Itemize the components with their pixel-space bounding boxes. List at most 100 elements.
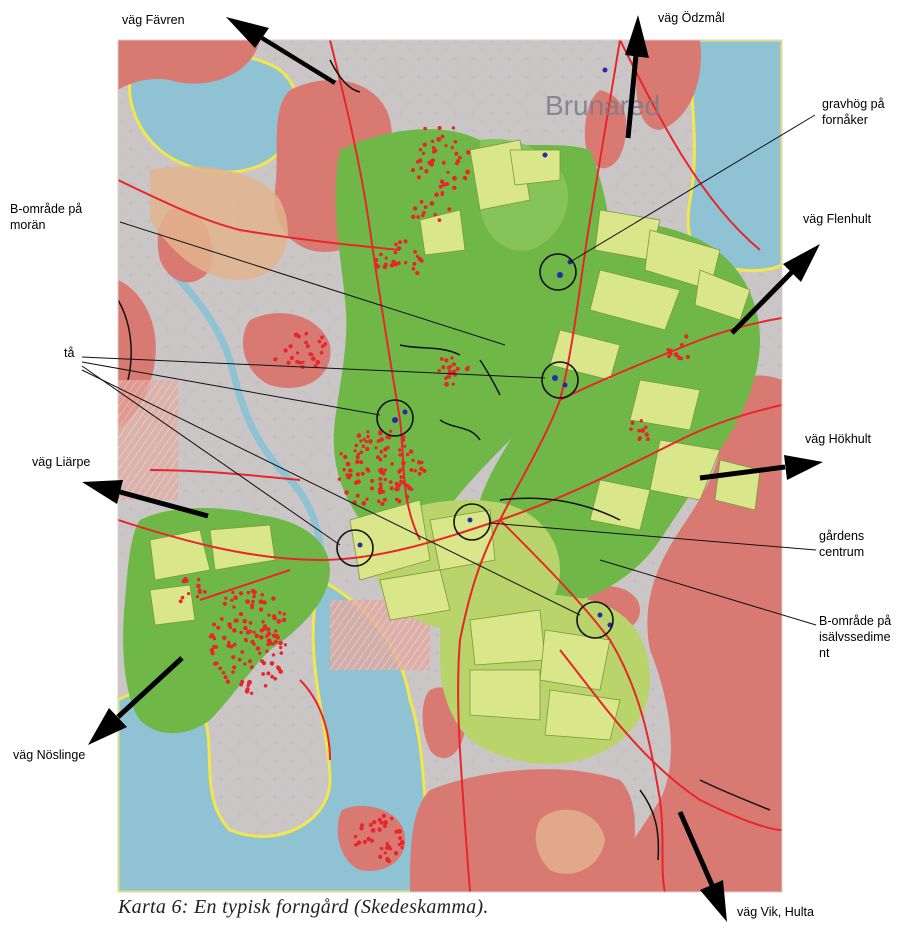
field-dot bbox=[394, 497, 399, 502]
label-vag-liarpe: väg Liärpe bbox=[32, 455, 91, 469]
field-dot bbox=[397, 842, 402, 847]
field-dot bbox=[408, 449, 414, 454]
field-dot bbox=[216, 625, 221, 630]
map-area: Brunared bbox=[118, 40, 782, 892]
field-dot bbox=[379, 484, 383, 488]
field-dot bbox=[252, 630, 256, 634]
circle-gardens bbox=[453, 503, 491, 541]
field-dot bbox=[431, 149, 436, 154]
field-dot bbox=[441, 365, 446, 370]
field-dot bbox=[368, 439, 373, 444]
field-dot bbox=[394, 242, 398, 247]
circle-ta-3 bbox=[336, 529, 374, 567]
field-dot bbox=[323, 342, 328, 346]
field-dot bbox=[379, 846, 384, 851]
field-dot bbox=[212, 644, 217, 650]
field-dot bbox=[364, 440, 369, 444]
field-dot bbox=[420, 213, 425, 218]
field-dot bbox=[383, 447, 388, 452]
field-dot bbox=[398, 240, 403, 245]
field-dot bbox=[342, 468, 346, 472]
field-dot bbox=[466, 365, 470, 369]
field-dot bbox=[249, 691, 254, 695]
field-dot bbox=[389, 816, 394, 821]
field-dot bbox=[444, 144, 448, 148]
field-dot bbox=[366, 469, 371, 473]
field-dot bbox=[413, 250, 417, 254]
field-dot bbox=[253, 590, 257, 594]
field-dot bbox=[376, 455, 380, 460]
field-dot bbox=[231, 670, 235, 674]
field-dot bbox=[370, 486, 374, 491]
field-dot bbox=[438, 184, 443, 189]
field-dot bbox=[445, 182, 450, 186]
field-dot bbox=[261, 672, 265, 676]
arrow-hokhult bbox=[699, 455, 823, 481]
field-dot bbox=[252, 642, 256, 646]
field-dot bbox=[295, 359, 299, 364]
label-gardens-line2: centrum bbox=[819, 545, 865, 559]
field-dot bbox=[245, 599, 251, 604]
field-dot bbox=[356, 452, 361, 456]
label-vag-noslinge: väg Nöslinge bbox=[13, 748, 86, 762]
field-dot bbox=[248, 621, 253, 625]
field-dot bbox=[208, 635, 212, 639]
field-dot bbox=[296, 351, 300, 355]
arrow-vik-hulta bbox=[677, 810, 727, 922]
field-dot bbox=[643, 425, 648, 430]
field-dot bbox=[388, 429, 393, 433]
field-dot bbox=[433, 213, 437, 217]
field-dot bbox=[398, 468, 403, 473]
field-dot bbox=[411, 214, 416, 219]
field-dot bbox=[398, 453, 403, 457]
field-dot bbox=[278, 611, 282, 615]
field-dot bbox=[417, 471, 422, 476]
field-dot bbox=[258, 607, 264, 612]
field-dot bbox=[638, 436, 642, 440]
field-dot bbox=[223, 675, 228, 680]
field-dot bbox=[229, 644, 234, 649]
label-b-moran-line2: morän bbox=[10, 218, 46, 232]
field-dot bbox=[454, 151, 459, 156]
field-dot bbox=[366, 836, 372, 842]
field-dot bbox=[403, 444, 407, 448]
label-b-moran-line1: B-område på bbox=[10, 202, 83, 216]
field-dot bbox=[396, 483, 401, 488]
field-dot bbox=[354, 842, 358, 847]
field-dot bbox=[423, 205, 428, 210]
field-dot bbox=[639, 419, 643, 423]
field-dot bbox=[222, 601, 227, 606]
field-dot bbox=[370, 478, 375, 483]
field-dot bbox=[431, 146, 436, 150]
field-dot bbox=[180, 595, 185, 600]
field-dot bbox=[360, 823, 364, 827]
field-dot bbox=[243, 625, 248, 631]
field-dot bbox=[434, 192, 439, 197]
field-dot bbox=[181, 578, 187, 584]
yellow-fields bbox=[149, 139, 761, 741]
field-dot bbox=[227, 640, 231, 644]
field-dot bbox=[271, 653, 276, 657]
field-dot bbox=[453, 139, 458, 144]
circle-ta-1 bbox=[541, 361, 579, 399]
field-dot bbox=[444, 376, 448, 381]
field-dot bbox=[276, 619, 282, 624]
field-dot bbox=[274, 629, 278, 633]
field-dot bbox=[263, 684, 268, 688]
field-dot bbox=[399, 475, 404, 480]
field-dot bbox=[413, 469, 418, 473]
field-dot bbox=[196, 583, 201, 589]
field-dot bbox=[233, 595, 238, 600]
field-dot bbox=[356, 433, 362, 438]
field-dot bbox=[355, 459, 360, 464]
field-dot bbox=[320, 344, 325, 349]
field-dot bbox=[394, 487, 398, 492]
field-dot bbox=[259, 635, 264, 640]
field-dot bbox=[388, 480, 393, 484]
field-dot bbox=[178, 599, 183, 604]
field-dot bbox=[411, 458, 415, 462]
field-dot bbox=[383, 851, 387, 855]
field-dot bbox=[273, 357, 278, 362]
field-dot bbox=[374, 446, 378, 450]
label-vag-flenhult: väg Flenhult bbox=[803, 212, 872, 226]
